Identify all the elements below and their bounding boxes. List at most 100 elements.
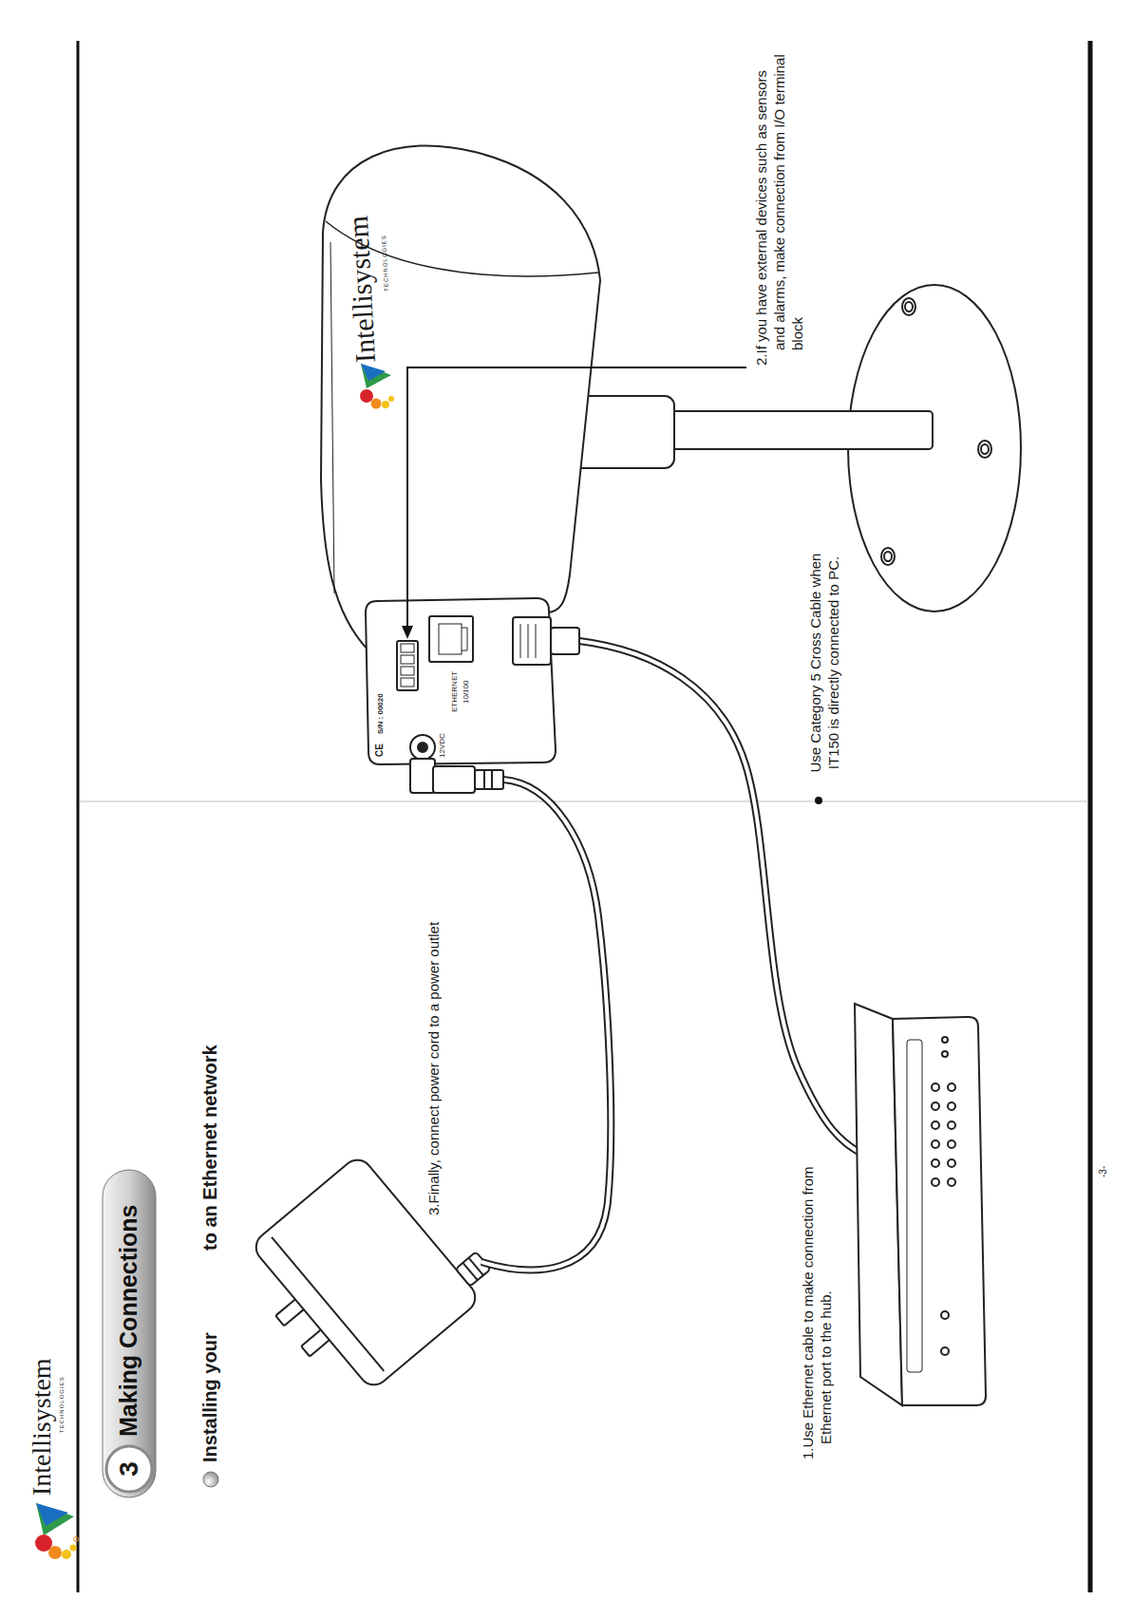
camera-base	[978, 440, 992, 458]
subheading: Installing your	[198, 1332, 223, 1463]
power-adapter	[271, 1237, 384, 1372]
ethernet-plug	[512, 617, 551, 665]
subheading: to an Ethernet network	[198, 1044, 223, 1251]
note-bullet	[814, 796, 823, 805]
power-adapter	[230, 1136, 503, 1408]
camera-back-panel	[429, 616, 473, 662]
bullet-ball	[203, 1471, 219, 1488]
camera-back-panel	[365, 598, 556, 765]
ethernet-hub	[947, 1178, 956, 1187]
camera-base	[902, 298, 916, 316]
camera-logo-icon	[360, 363, 386, 381]
page-rules	[76, 40, 80, 1593]
camera-stand	[536, 396, 933, 469]
camera-back-panel	[400, 643, 415, 653]
leader-line	[407, 367, 747, 628]
camera-body	[320, 145, 601, 651]
camera-back-panel	[396, 641, 418, 691]
logo-subtext: TECHNOLOGIES	[58, 1376, 67, 1434]
step-note: 2.If you have external devices such as s…	[753, 46, 807, 366]
power-adapter	[230, 1136, 503, 1408]
ethernet-hub	[947, 1159, 956, 1168]
camera-logo-icon	[388, 396, 395, 402]
ethernet-hub	[892, 1017, 986, 1406]
page-rules	[77, 40, 1091, 1593]
logo-icon	[48, 1546, 62, 1560]
ethernet-hub	[931, 1140, 940, 1149]
ethernet-hub	[906, 1039, 923, 1373]
camera-base	[881, 547, 895, 566]
ethernet-hub	[942, 1051, 948, 1057]
ethernet-hub	[947, 1102, 956, 1111]
power-adapter	[462, 1258, 484, 1282]
ethernet-cable	[579, 641, 868, 1159]
logo-icon	[35, 1503, 79, 1560]
camera-back-panel	[400, 666, 415, 676]
ethernet-hub	[941, 1311, 949, 1320]
camera-back-panel	[410, 735, 435, 760]
camera-logo-icon	[371, 398, 382, 410]
page-rules	[79, 801, 1089, 803]
ethernet-hub	[947, 1121, 956, 1130]
ethernet-hub	[947, 1083, 956, 1092]
ce-mark: CE	[374, 743, 387, 757]
camera-logo-text: Intellisystem	[339, 214, 384, 364]
ethernet-cable	[579, 641, 868, 1159]
logo-text: Intellisystem	[24, 1358, 58, 1496]
serial-number: S/N : 00020	[376, 693, 386, 735]
power-cord	[481, 779, 611, 1270]
camera-body	[330, 242, 335, 594]
title-badge	[106, 1446, 152, 1492]
camera-back-panel	[400, 655, 415, 664]
power-plug	[474, 770, 504, 790]
power-plug	[484, 770, 492, 790]
power-plug	[433, 766, 475, 793]
page-number: -3-	[1097, 1166, 1111, 1178]
camera-base	[981, 444, 989, 454]
camera-logo-icon	[359, 389, 374, 403]
port-label: 12VDC	[437, 733, 448, 758]
camera-base	[884, 551, 892, 562]
camera-back-panel	[417, 742, 428, 753]
camera-logo-icon	[359, 363, 395, 410]
port-label: 10/100	[461, 680, 472, 704]
logo-icon	[74, 1537, 79, 1543]
ethernet-plug	[512, 617, 580, 665]
section-title: Making Connections	[113, 1205, 144, 1437]
port-label: ETHERNET	[450, 671, 460, 713]
ethernet-plug	[550, 627, 580, 655]
camera-stand	[664, 411, 933, 450]
page-rules	[1088, 40, 1094, 1593]
section-number: 3	[106, 1446, 152, 1492]
camera-body	[320, 145, 601, 651]
logo-icon	[36, 1503, 75, 1536]
ethernet-plug	[520, 623, 536, 659]
power-plug	[410, 758, 504, 793]
leader-line	[401, 367, 747, 640]
leader-line	[401, 625, 414, 640]
title-badge	[102, 1169, 156, 1498]
ethernet-hub	[947, 1140, 956, 1149]
camera-back-panel	[400, 678, 415, 687]
logo-icon	[61, 1549, 72, 1560]
step-note: 1.Use Ethernet cable to make connection …	[799, 1131, 836, 1460]
power-adapter	[249, 1153, 481, 1392]
power-cord	[481, 779, 611, 1270]
logo-icon	[70, 1545, 77, 1552]
title-badge	[102, 1169, 156, 1498]
camera-logo-icon	[360, 363, 392, 389]
step-note: 3.Finally, connect power cord to a power…	[425, 922, 444, 1216]
ethernet-hub	[942, 1037, 948, 1043]
ethernet-hub	[931, 1102, 940, 1111]
ethernet-hub	[931, 1083, 940, 1092]
ethernet-hub	[941, 1347, 949, 1356]
camera-logo-icon	[381, 400, 390, 409]
logo-icon	[36, 1503, 69, 1527]
ethernet-hub	[854, 1003, 986, 1406]
camera-base	[905, 301, 913, 312]
power-plug	[410, 758, 435, 793]
ethernet-hub	[931, 1121, 940, 1130]
